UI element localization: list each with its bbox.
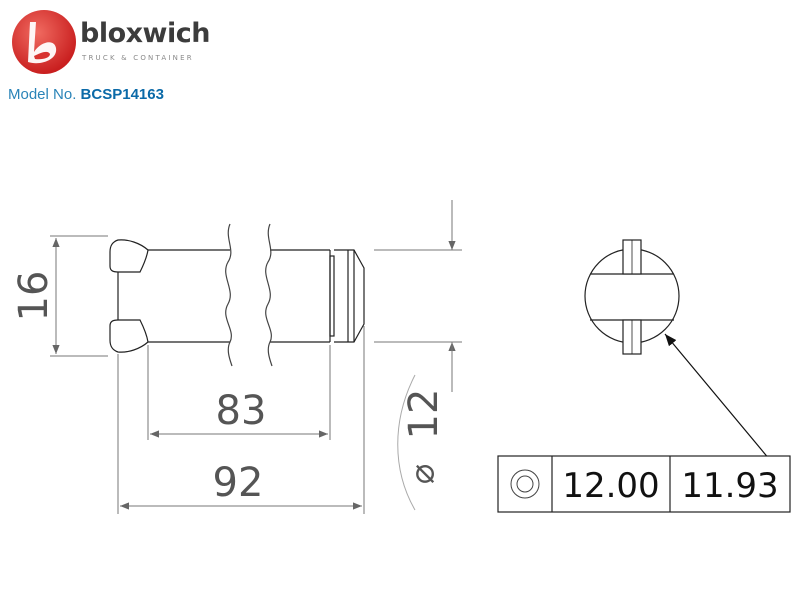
dimension-inner-length-label: 83 [216,388,267,434]
pin-side-view [109,223,365,367]
model-line: Model No. BCSP14163 [8,86,164,103]
bloxwich-logo-icon [12,10,76,74]
tolerance-lower-limit: 11.93 [681,466,778,506]
model-label: Model No. [8,86,77,103]
model-number: BCSP14163 [80,86,164,103]
dimension-inner-length [147,345,331,440]
dimension-overall-length-label: 92 [213,460,264,506]
brand-tagline: TRUCK & CONTAINER [82,54,194,62]
circularity-icon [510,469,540,499]
dimension-diameter [374,200,462,511]
dimension-height-label: 16 [11,271,57,322]
tolerance-frame [497,455,791,513]
dimension-diameter-symbol: ⌀ [403,464,443,484]
dimension-diameter-label: 12 [401,389,447,440]
tolerance-upper-limit: 12.00 [562,466,659,506]
dimension-height [50,235,108,357]
brand-name: bloxwich [80,18,210,49]
pin-end-view [584,239,680,355]
dimension-overall-length [117,326,365,514]
